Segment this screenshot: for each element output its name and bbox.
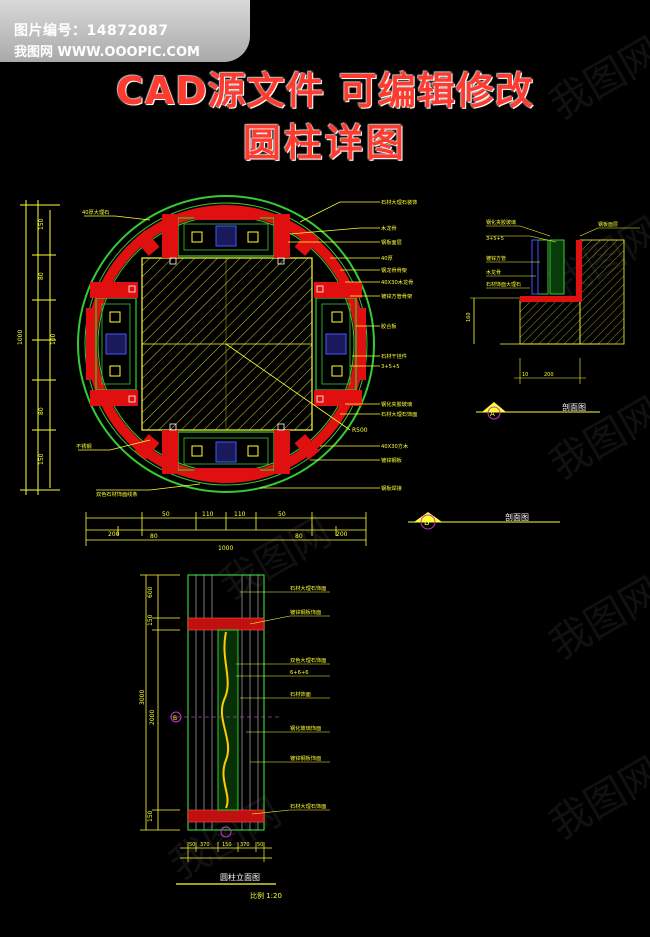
elev-dim-1: 600 bbox=[147, 586, 154, 598]
section-a-title: 剖面图 bbox=[562, 402, 586, 412]
plan-label-bottom: 双色石材饰面线条 bbox=[96, 490, 138, 498]
section-detail-a: 钢化夹胶玻璃 3+5+5 镀锌方管 木龙骨 石材饰面大理石 钢板面层 160 1… bbox=[466, 219, 640, 420]
section-a-label-3: 镀锌方管 bbox=[486, 255, 506, 262]
section-a-dim-1: 10 bbox=[522, 372, 528, 378]
elev-label-6: 钢化玻璃饰面 bbox=[290, 724, 321, 732]
elev-label-1: 石材大理石饰面 bbox=[290, 584, 326, 592]
radius-label: R500 bbox=[352, 427, 368, 434]
dim-left-1: 150 bbox=[38, 218, 45, 230]
plan-label-10: 3+5+5 bbox=[381, 364, 400, 370]
dim-left-total: 1000 bbox=[17, 330, 24, 345]
elev-bdim-3: 150 bbox=[222, 842, 232, 848]
plan-label-15: 钢板焊接 bbox=[381, 484, 402, 492]
dim-bottom-total: 1000 bbox=[218, 545, 233, 552]
section-marker-b: B bbox=[424, 518, 430, 527]
elev-bdim-1: 50 bbox=[189, 842, 195, 848]
section-a-dim-2: 200 bbox=[544, 372, 554, 378]
elev-dim-5: 150 bbox=[147, 810, 154, 822]
plan-label-1: 石材大理石装饰 bbox=[381, 198, 417, 206]
section-a-label-6: 钢板面层 bbox=[598, 221, 618, 228]
plan-label-3: 钢板面层 bbox=[381, 238, 402, 246]
elev-label-8: 石材大理石饰面 bbox=[290, 802, 326, 810]
elev-label-2: 镀锌钢板饰面 bbox=[290, 608, 321, 616]
elev-bdim-2: 370 bbox=[200, 842, 210, 848]
dim-bottom-8: 200 bbox=[336, 531, 348, 538]
section-a-label-1: 钢化夹胶玻璃 bbox=[486, 219, 516, 226]
plan-label-5: 钢龙骨骨架 bbox=[381, 266, 407, 274]
elev-label-4: 6+6+6 bbox=[290, 670, 309, 676]
plan-label-14: 镀锌钢板 bbox=[381, 456, 403, 464]
plan-label-2: 木龙骨 bbox=[381, 224, 397, 232]
section-marker-a: A bbox=[490, 410, 495, 418]
dim-left-3: 80 bbox=[38, 407, 45, 415]
title-line-2: 圆柱详图 bbox=[242, 121, 407, 165]
plan-label-6: 40X30木龙骨 bbox=[381, 278, 413, 286]
elev-dim-4: 2000 bbox=[149, 710, 156, 725]
elev-bdim-5: 50 bbox=[257, 842, 263, 848]
dim-bottom-2: 110 bbox=[202, 511, 214, 518]
elev-dim-3: 3000 bbox=[139, 690, 146, 705]
elev-label-5: 石材饰面 bbox=[290, 690, 311, 698]
dim-left-5: 100 bbox=[50, 333, 57, 345]
plan-label-8: 胶合板 bbox=[381, 322, 397, 330]
image-id-badge: 图片编号：14872087 我图网 WWW.OOOPIC.COM bbox=[0, 0, 250, 62]
elev-bdim-4: 370 bbox=[240, 842, 250, 848]
dim-bottom-4: 50 bbox=[278, 511, 286, 518]
section-a-dim-left: 160 bbox=[466, 312, 472, 322]
elev-label-7: 镀锌钢板饰面 bbox=[290, 754, 321, 762]
plan-label-4: 40厚 bbox=[381, 255, 393, 262]
dim-bottom-6: 80 bbox=[150, 533, 158, 540]
plan-label-11: 钢化夹胶玻璃 bbox=[381, 400, 412, 408]
plan-label-left-top: 40厚大理石 bbox=[82, 208, 109, 216]
dim-left-2: 80 bbox=[38, 272, 45, 280]
elev-label-3: 双色大理石饰面 bbox=[290, 656, 326, 664]
plan-label-12: 石材大理石饰面 bbox=[381, 410, 417, 418]
site-label: 我图网 WWW.OOOPIC.COM bbox=[14, 45, 200, 60]
elev-marker: B bbox=[173, 715, 177, 722]
elevation-scale: 比例 1:20 bbox=[250, 891, 282, 900]
section-a-label-4: 木龙骨 bbox=[486, 269, 501, 276]
plan-label-left-bottom: 不锈钢 bbox=[76, 442, 92, 450]
section-a-label-5: 石材饰面大理石 bbox=[486, 281, 521, 288]
column-elevation: 600 150 3000 2000 150 B bbox=[139, 574, 330, 900]
title-line-1: CAD源文件 可编辑修改 bbox=[115, 69, 535, 113]
elevation-title: 圆柱立面图 bbox=[220, 872, 260, 882]
plan-label-9: 石材干挂件 bbox=[381, 352, 407, 360]
dim-bottom-5: 200 bbox=[108, 531, 120, 538]
dim-bottom-7: 80 bbox=[295, 533, 303, 540]
column-plan: 1000 150 80 80 150 100 bbox=[17, 195, 560, 552]
section-b-title: 剖面图 bbox=[505, 512, 529, 522]
dim-bottom-3: 110 bbox=[234, 511, 246, 518]
dim-left-4: 150 bbox=[38, 453, 45, 465]
plan-label-7: 镀锌方管骨架 bbox=[381, 292, 412, 300]
elev-dim-2: 150 bbox=[147, 614, 154, 626]
image-id-label: 图片编号：14872087 bbox=[14, 23, 169, 39]
plan-label-13: 40X30方木 bbox=[381, 442, 409, 450]
dim-bottom-1: 50 bbox=[162, 511, 170, 518]
section-a-label-2: 3+5+5 bbox=[486, 236, 504, 242]
